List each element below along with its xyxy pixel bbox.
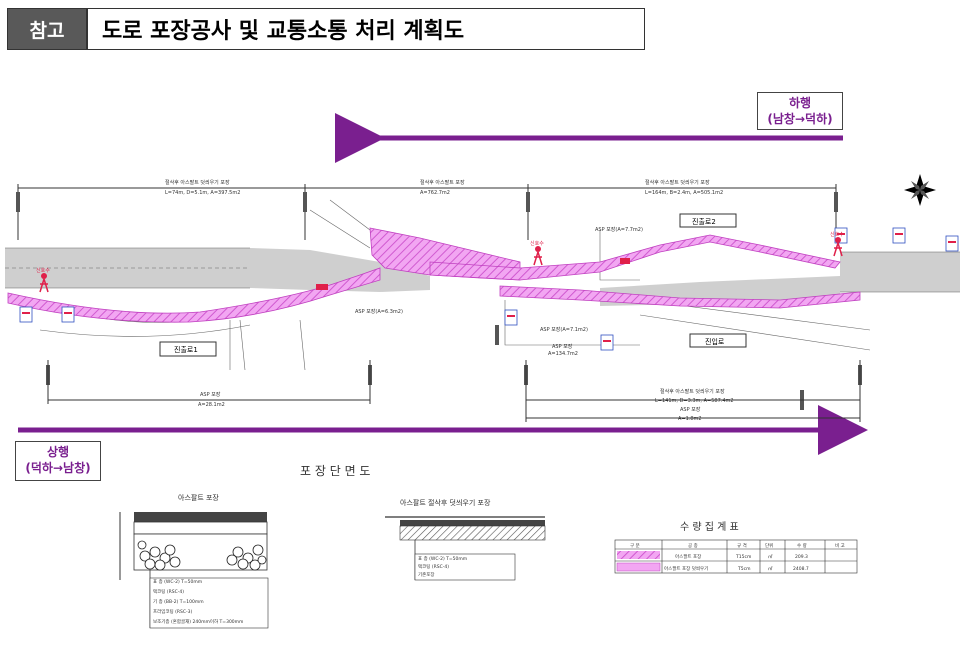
overlay-section-title: 아스팔트 절삭후 덧씌우기 포장 bbox=[400, 498, 491, 507]
asphalt-section-drawing bbox=[119, 512, 269, 629]
qty-row2-unit: ㎡ bbox=[768, 565, 773, 572]
qty-header-4: 단위 bbox=[765, 542, 773, 549]
signal-label-1: 신호수 bbox=[36, 267, 50, 274]
down-direction-label: 하행 bbox=[788, 96, 812, 110]
asp-callout-2: ASP 포장(A=6.3m2) bbox=[355, 308, 403, 315]
qty-row1-qty: 209.3 bbox=[795, 554, 808, 560]
flagman-icons bbox=[39, 237, 843, 293]
page-title: 도로 포장공사 및 교통소통 처리 계획도 bbox=[87, 8, 645, 50]
asp-callout-4-area: A=134.7m2 bbox=[548, 351, 578, 357]
up-direction-sub: (덕하→남창) bbox=[25, 461, 91, 475]
exit2-label: 진출로2 bbox=[692, 217, 716, 226]
dim-top-1-title: 절삭후 아스팔트 덧씌우기 포장 bbox=[165, 179, 230, 186]
qty-header-1: 구 분 bbox=[630, 543, 640, 549]
qty-row2-qty: 2408.7 bbox=[793, 566, 809, 572]
dim-bottom-1-detail: A=28.1m2 bbox=[198, 402, 225, 408]
qty-row2-spec: T5cm bbox=[737, 566, 750, 572]
asphalt-layer-2: 택코팅 (RSC-4) bbox=[153, 588, 184, 595]
up-direction-box: 상행 (덕하→남창) bbox=[15, 441, 101, 481]
dim-bottom-3-title: ASP 포장 bbox=[680, 406, 701, 413]
overlay-section-drawing bbox=[385, 516, 546, 581]
asphalt-layer-4: 프라임코팅 (RSC-3) bbox=[153, 608, 192, 615]
dim-bottom-1-title: ASP 포장 bbox=[200, 391, 221, 398]
dim-bottom-2-detail: L=141m, D=3.3m, A=587.4m2 bbox=[655, 398, 734, 404]
qty-header-3: 규 격 bbox=[737, 542, 747, 549]
qty-row2-name: 아스팔트 포장 덧씌우기 bbox=[664, 565, 708, 572]
qty-row1-name: 아스팔트 포장 bbox=[675, 553, 701, 560]
dim-top-3-title: 절삭후 아스팔트 덧씌우기 포장 bbox=[645, 179, 710, 186]
dim-top-1-detail: L=74m, D=5.1m, A=397.5m2 bbox=[165, 190, 240, 196]
qty-header-6: 비 고 bbox=[835, 542, 845, 549]
signal-label-2: 신호수 bbox=[530, 240, 544, 247]
paving-areas bbox=[7, 227, 861, 323]
exit1-label: 진출로1 bbox=[174, 345, 198, 354]
quantity-title: 수 량 집 계 표 bbox=[680, 521, 739, 533]
section-title: 포 장 단 면 도 bbox=[300, 464, 370, 478]
bottom-dimension-lines bbox=[47, 360, 861, 422]
dim-top-2-title: 절삭후 아스팔트 포장 bbox=[420, 179, 465, 186]
asphalt-layer-5: 보조기층 (혼합골재) 240mm이하 T=300mm bbox=[153, 618, 243, 625]
asphalt-layer-1: 표 층 (WC-2) T=50mm bbox=[153, 578, 202, 585]
overlay-layer-3: 기존포장 bbox=[418, 571, 435, 578]
qty-row1-spec: T15cm bbox=[735, 554, 751, 560]
header-tag: 참고 bbox=[7, 8, 87, 50]
overlay-layer-1: 표 층 (WC-2) T=50mm bbox=[418, 555, 467, 562]
asp-callout-4: ASP 포장 bbox=[552, 343, 573, 350]
up-direction-label: 상행 bbox=[46, 445, 70, 459]
down-direction-box: 하행 (남창→덕하) bbox=[757, 92, 843, 130]
dim-bottom-3-detail: A=1.8m2 bbox=[678, 416, 702, 422]
north-arrow-icon bbox=[904, 174, 936, 206]
signal-label-3: 신호수 bbox=[830, 231, 844, 238]
dim-top-2-detail: A=762.7m2 bbox=[420, 190, 450, 196]
dim-top-3-detail: L=164m, B=2.4m, A=505.1m2 bbox=[645, 190, 723, 196]
qty-row1-unit: ㎡ bbox=[768, 553, 773, 560]
quantity-table bbox=[614, 539, 858, 574]
down-direction-sub: (남창→덕하) bbox=[767, 112, 833, 126]
asp-callout-3: ASP 포장(A=7.1m2) bbox=[540, 326, 588, 333]
dim-bottom-2-title: 절삭후 아스팔트 덧씌우기 포장 bbox=[660, 388, 725, 395]
asphalt-section-title: 아스팔트 포장 bbox=[178, 493, 219, 502]
asphalt-layer-3: 기 층 (BB-2) T=100mm bbox=[153, 598, 204, 605]
asp-callout-1: ASP 포장(A=7.7m2) bbox=[595, 226, 643, 233]
entry-label: 진입로 bbox=[705, 337, 725, 346]
qty-header-2: 공 종 bbox=[688, 543, 698, 549]
road-background bbox=[5, 248, 960, 306]
overlay-layer-2: 택코팅 (RSC-4) bbox=[418, 563, 449, 570]
qty-header-5: 수 량 bbox=[797, 542, 807, 549]
